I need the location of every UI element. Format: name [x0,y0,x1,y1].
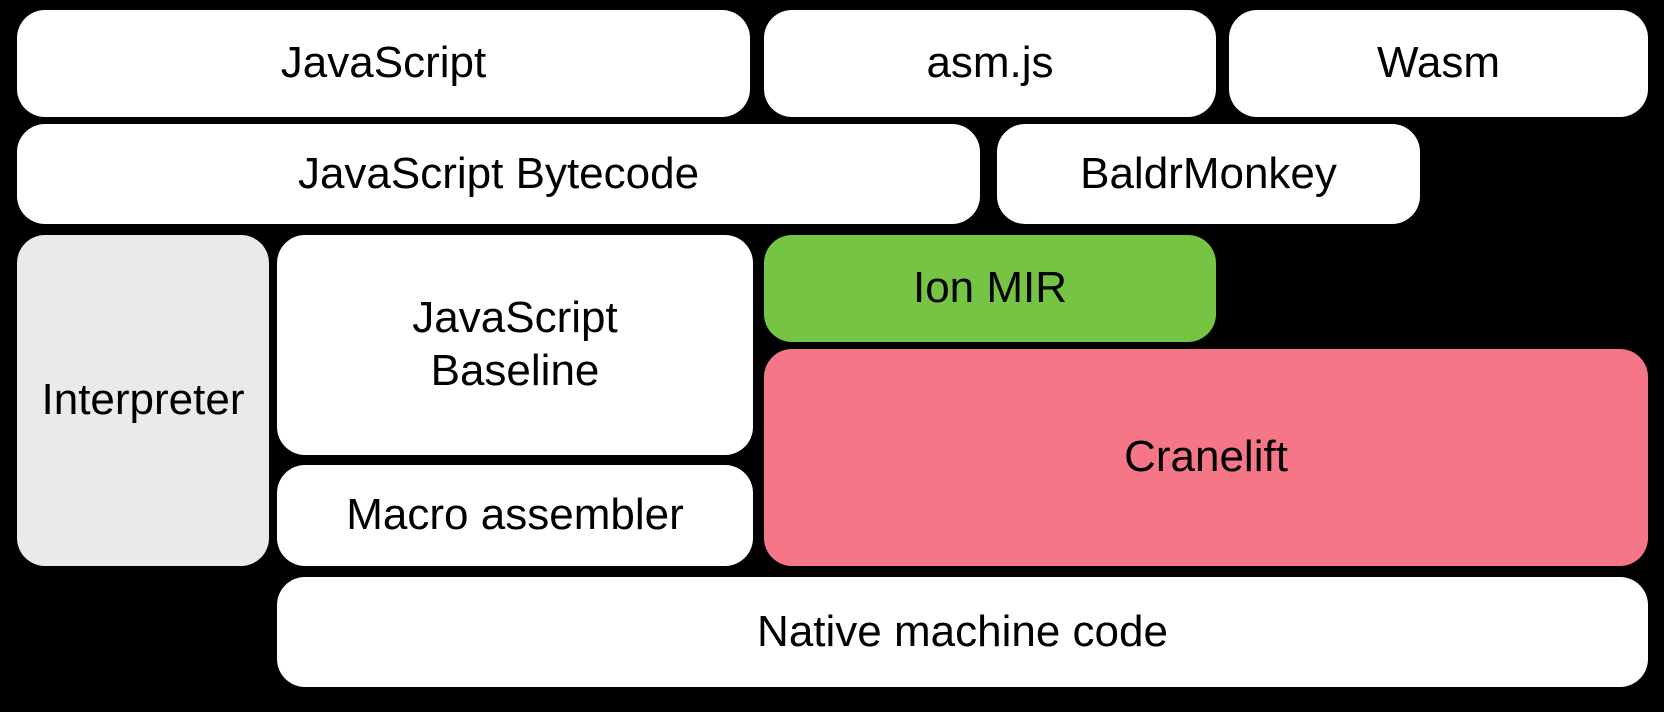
box-javascript: JavaScript [17,10,750,117]
box-baldrmonkey: BaldrMonkey [997,124,1420,224]
box-ion-mir: Ion MIR [764,235,1216,342]
box-cranelift: Cranelift [764,349,1648,566]
box-asmjs: asm.js [764,10,1216,117]
box-macro-assembler: Macro assembler [277,465,753,566]
box-wasm: Wasm [1229,10,1648,117]
box-interpreter: Interpreter [17,235,269,566]
box-native-machine-code: Native machine code [277,577,1648,687]
box-javascript-baseline: JavaScript Baseline [277,235,753,455]
box-javascript-bytecode: JavaScript Bytecode [17,124,980,224]
